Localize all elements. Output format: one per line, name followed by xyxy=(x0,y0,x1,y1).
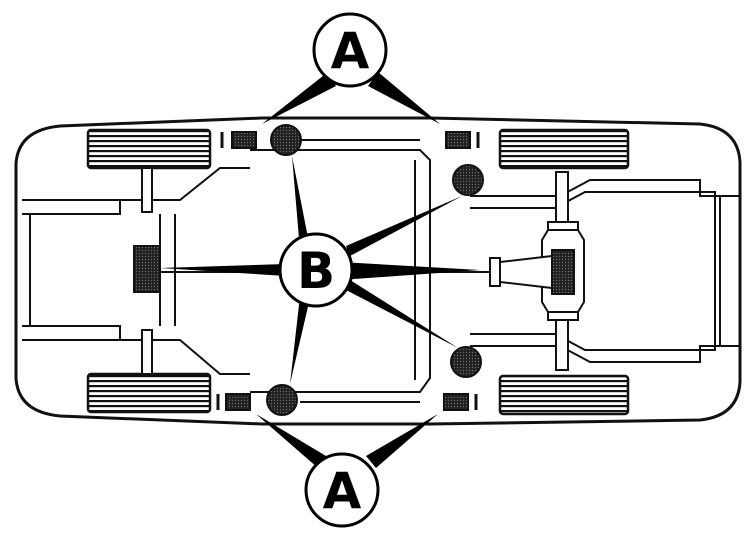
rear-left-wheel xyxy=(498,128,630,170)
jack-pad-front-right xyxy=(216,393,251,411)
leader-lines-bottom-a xyxy=(256,414,438,468)
front-crossmember-block xyxy=(133,245,161,293)
callout-top-a: A xyxy=(312,12,388,88)
car-body-outline xyxy=(14,116,742,426)
front-axle xyxy=(141,167,153,375)
jack-pad-front-left xyxy=(220,131,257,149)
support-point-rear-right xyxy=(450,346,482,378)
front-right-wheel xyxy=(86,372,212,414)
callout-top-a-label: A xyxy=(331,22,370,80)
rear-right-wheel xyxy=(498,374,630,416)
support-point-rear-left xyxy=(452,164,484,196)
callout-bottom-a: A xyxy=(304,452,380,528)
jack-pad-rear-left xyxy=(445,131,480,149)
leader-lines-b xyxy=(160,156,480,384)
jack-pad-rear-right xyxy=(443,393,478,411)
support-point-front-right xyxy=(266,384,298,416)
differential-housing xyxy=(551,249,575,295)
support-point-front-left xyxy=(270,124,302,156)
front-left-wheel xyxy=(86,128,212,170)
callout-center-b-label: B xyxy=(297,242,335,300)
callout-center-b: B xyxy=(278,232,354,308)
leader-lines-top-a xyxy=(262,72,440,124)
callout-bottom-a-label: A xyxy=(323,462,362,520)
